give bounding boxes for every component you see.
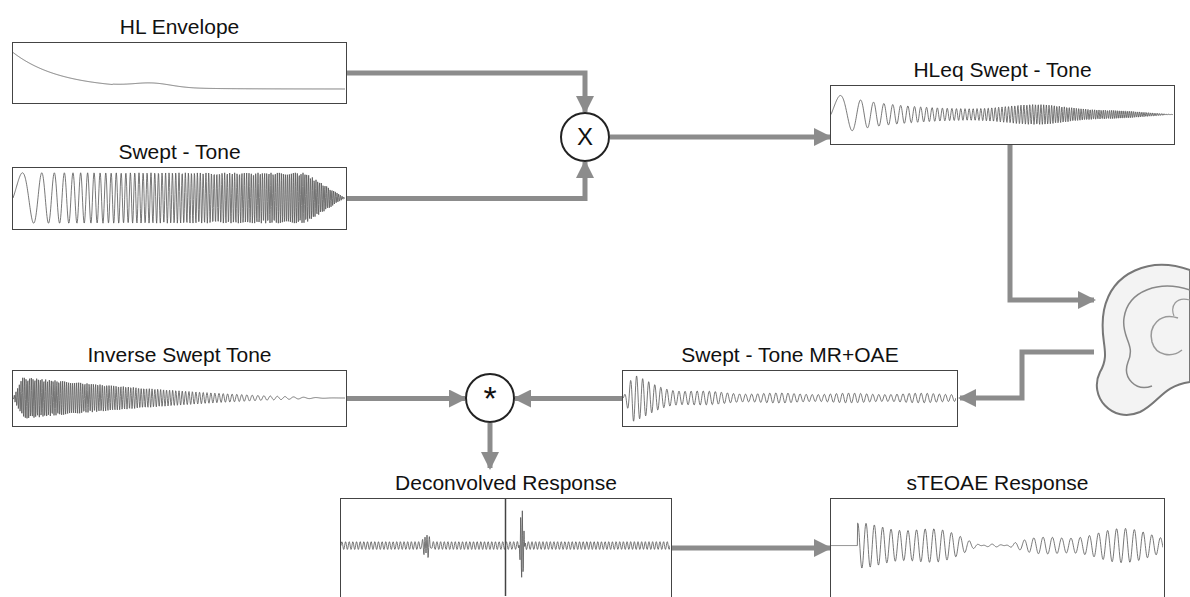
signal-panel: Deconvolved Response bbox=[340, 468, 672, 597]
operator-symbol: X bbox=[577, 125, 593, 149]
panel-title: Swept - Tone MR+OAE bbox=[622, 340, 958, 370]
waveform-frame bbox=[340, 498, 672, 597]
waveform-frame bbox=[830, 498, 1165, 597]
waveform-frame bbox=[12, 370, 347, 427]
waveform-plot bbox=[623, 371, 956, 425]
signal-panel: HLeq Swept - Tone bbox=[830, 55, 1175, 145]
waveform-trace bbox=[831, 95, 1173, 130]
flow-arrow bbox=[347, 73, 585, 112]
panel-title: Inverse Swept Tone bbox=[12, 340, 347, 370]
panel-title: HLeq Swept - Tone bbox=[830, 55, 1175, 85]
waveform-plot bbox=[13, 371, 345, 425]
ear-input-arrow bbox=[1010, 145, 1094, 300]
waveform-plot bbox=[341, 499, 670, 596]
waveform-trace bbox=[13, 378, 345, 419]
panel-title: Swept - Tone bbox=[12, 137, 347, 167]
ear-drawing bbox=[1097, 265, 1190, 415]
waveform-frame bbox=[12, 167, 347, 230]
waveform-frame bbox=[830, 85, 1175, 145]
waveform-trace bbox=[831, 523, 1163, 568]
signal-panel: Swept - Tone bbox=[12, 137, 347, 230]
waveform-trace bbox=[623, 376, 956, 421]
flow-arrow bbox=[488, 423, 493, 468]
panel-title: Deconvolved Response bbox=[340, 468, 672, 498]
waveform-plot bbox=[831, 499, 1163, 596]
flow-arrow bbox=[672, 546, 830, 551]
signal-panel: sTEOAE Response bbox=[830, 468, 1165, 597]
flow-arrow bbox=[347, 396, 465, 401]
operator-symbol: * bbox=[483, 381, 496, 415]
flow-arrow bbox=[610, 135, 830, 140]
panel-title: HL Envelope bbox=[12, 12, 347, 42]
waveform-trace bbox=[13, 52, 345, 89]
waveform-plot bbox=[13, 168, 345, 228]
ear-output-arrow bbox=[960, 352, 1094, 398]
waveform-frame bbox=[12, 42, 347, 104]
waveform-plot bbox=[831, 86, 1173, 143]
waveform-trace bbox=[341, 511, 670, 578]
flow-arrow bbox=[515, 396, 622, 401]
signal-panel: Inverse Swept Tone bbox=[12, 340, 347, 427]
signal-panel: Swept - Tone MR+OAE bbox=[622, 340, 958, 427]
panel-title: sTEOAE Response bbox=[830, 468, 1165, 498]
waveform-frame bbox=[622, 370, 958, 427]
operator-circle: * bbox=[465, 373, 515, 423]
waveform-plot bbox=[13, 43, 345, 102]
operator-circle: X bbox=[560, 112, 610, 162]
flow-arrow bbox=[347, 162, 585, 199]
signal-panel: HL Envelope bbox=[12, 12, 347, 104]
waveform-trace bbox=[13, 173, 345, 223]
